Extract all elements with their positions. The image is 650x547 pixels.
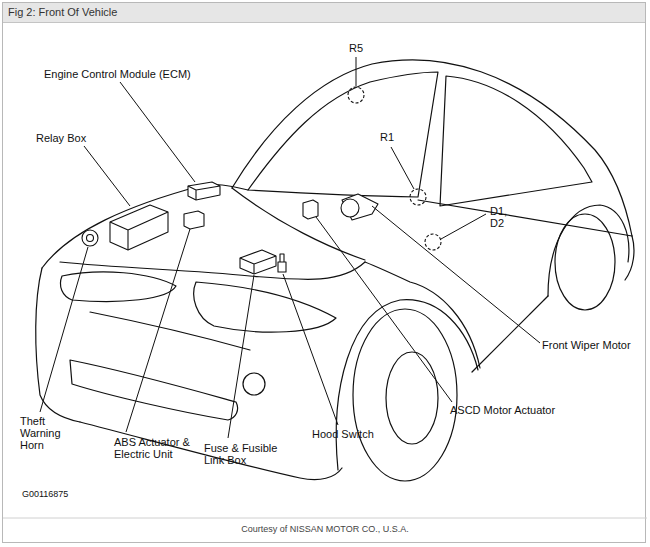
grille (90, 312, 250, 350)
figure-title: Fig 2: Front Of Vehicle (8, 6, 117, 18)
hood-switch-symbol (278, 254, 286, 272)
side-window (440, 76, 592, 206)
leader-line (84, 146, 130, 206)
part-label: Engine Control Module (ECM) (44, 68, 191, 80)
r1-marker (410, 189, 426, 205)
rear-arch (548, 205, 629, 296)
leader-line (40, 247, 88, 412)
lower-intake (70, 360, 238, 420)
front-hub (386, 352, 438, 444)
horn-symbol-inner (87, 235, 94, 242)
components (82, 87, 441, 274)
r5-marker (348, 87, 364, 103)
bumper (80, 422, 342, 480)
leader-line (120, 82, 195, 182)
horn-symbol (82, 230, 98, 246)
roof-line (232, 60, 632, 236)
fuse-box-symbol (240, 250, 276, 274)
part-label: ASCD Motor Actuator (450, 404, 555, 416)
leader-line (316, 217, 452, 402)
part-label: Relay Box (36, 132, 86, 144)
hood-front (42, 185, 248, 268)
fender (365, 262, 480, 368)
caption-rule (3, 518, 647, 519)
ecm-symbol (188, 182, 220, 200)
part-label: Theft Warning Horn (20, 415, 72, 451)
body-side (625, 236, 634, 280)
leader-line (441, 214, 486, 239)
part-label: Fuse & Fusible Link Box (204, 442, 296, 466)
fuse-box-edge (240, 256, 276, 274)
d1-d2-marker (425, 234, 441, 250)
location-code: R1 (380, 131, 394, 143)
windshield (248, 72, 438, 197)
location-code: D1, D2 (490, 205, 516, 229)
front-wheel (353, 309, 457, 481)
figure-code: G00116875 (22, 489, 68, 499)
courtesy-caption: Courtesy of NISSAN MOTOR CO., U.S.A. (0, 524, 650, 534)
leader-lines (40, 57, 540, 438)
ecm-edge (188, 186, 220, 200)
leader-line (283, 274, 338, 425)
right-headlight (194, 282, 336, 332)
rear-wheel (555, 214, 615, 310)
abs-symbol (184, 211, 204, 229)
fog-light (243, 373, 265, 395)
relay-box-symbol (110, 205, 168, 250)
leader-line (126, 229, 190, 432)
leader-line (372, 206, 540, 343)
left-headlight (60, 272, 176, 302)
location-code: R5 (349, 42, 363, 54)
ascd-symbol (303, 200, 318, 219)
hood-edge (60, 262, 365, 279)
leader-line (391, 147, 414, 189)
relay-box-edge (110, 212, 168, 250)
part-label: Front Wiper Motor (542, 339, 631, 351)
car-body (36, 60, 634, 481)
part-label: ABS Actuator & Electric Unit (114, 436, 190, 460)
leader-line (356, 57, 357, 86)
part-label: Hood Switch (312, 428, 374, 440)
leader-line (228, 275, 254, 438)
fascia-left (36, 268, 80, 422)
wiper-motor-body (341, 199, 359, 217)
rocker-line (472, 296, 548, 372)
